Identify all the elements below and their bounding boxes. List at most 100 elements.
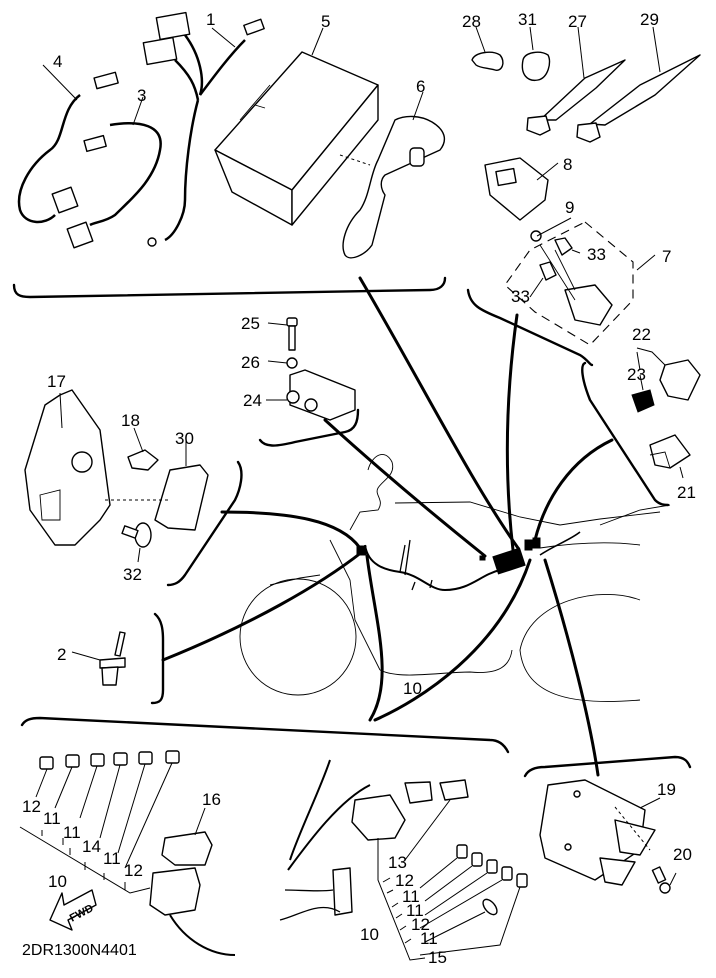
right-terminal-label-1: 12 — [395, 871, 414, 890]
rear-wheel — [519, 594, 641, 651]
connector-lines — [161, 276, 614, 777]
left-terminal-group-label: 10 — [48, 872, 67, 891]
bracket-sensor — [258, 408, 360, 447]
callout-26: 26 — [241, 353, 260, 372]
front-wheel — [239, 578, 357, 696]
part-seal-23 — [631, 389, 655, 413]
engine-lower-outline — [379, 649, 513, 676]
callout-33-lower: 33 — [511, 287, 530, 306]
part-fuse-box-30 — [105, 464, 209, 531]
part-coupler-16 — [161, 831, 213, 866]
part-sensor-24 — [286, 369, 356, 421]
part-coupler-22 — [659, 359, 701, 401]
callout-16: 16 — [202, 790, 221, 809]
callout-33-upper: 33 — [587, 245, 606, 264]
part-washer-26 — [286, 357, 298, 369]
callout-27: 27 — [568, 12, 587, 31]
main-harness — [356, 531, 581, 592]
part-band-27 — [526, 59, 626, 136]
bracket-top-right — [466, 288, 594, 367]
part-band-6 — [342, 115, 446, 259]
group-brackets — [12, 276, 692, 778]
bracket-sensor-2 — [150, 612, 165, 705]
harness-connector-a — [524, 539, 533, 551]
callout-28: 28 — [462, 12, 481, 31]
handlebar-outline — [269, 574, 321, 586]
harness-connector-center — [492, 547, 526, 575]
callout-30: 30 — [175, 429, 194, 448]
part-coupler-21 — [649, 434, 691, 469]
bracket-top-left — [12, 276, 447, 299]
motorcycle-outline — [239, 453, 671, 702]
bracket-bottom-right — [523, 755, 692, 778]
left-terminal-label-1: 11 — [43, 809, 61, 828]
callout-6: 6 — [416, 77, 425, 96]
callout-17: 17 — [47, 372, 66, 391]
part-sensor-2 — [99, 631, 126, 686]
callout-20: 20 — [673, 845, 692, 864]
harness-connector-small — [479, 555, 486, 561]
callout-8: 8 — [563, 155, 572, 174]
bracket-right-connectors — [581, 361, 670, 507]
callout-32: 32 — [123, 565, 142, 584]
part-lead-4 — [17, 71, 119, 224]
callout-19: 19 — [657, 780, 676, 799]
right-terminal-label-2: 11 — [402, 887, 420, 906]
callout-4: 4 — [53, 52, 62, 71]
callout-23: 23 — [627, 365, 646, 384]
callout-29: 29 — [640, 10, 659, 29]
drawing-code: 2DR1300N4401 — [22, 942, 137, 959]
part-lead-3 — [66, 122, 162, 249]
rear-wheel-lower — [519, 649, 641, 702]
callout-5: 5 — [321, 12, 330, 31]
right-terminal-label-3: 11 — [406, 901, 424, 920]
part-clamp-18 — [127, 449, 159, 471]
left-terminal-label-3: 14 — [82, 837, 101, 856]
seat-outline — [539, 542, 641, 549]
fwd-arrow: FWD — [49, 889, 97, 931]
callout-18: 18 — [121, 411, 140, 430]
callout-9: 9 — [565, 198, 574, 217]
callout-1: 1 — [206, 10, 215, 29]
left-terminal-label-2: 11 — [63, 823, 81, 842]
callout-labels: 1 5 4 3 6 28 31 27 29 8 9 7 33 33 25 26 … — [22, 10, 696, 967]
callout-2: 2 — [57, 645, 66, 664]
callout-24: 24 — [243, 391, 262, 410]
left-terminal-label-5: 12 — [124, 861, 143, 880]
bracket-fuse-cover — [166, 460, 243, 587]
part-band-29 — [576, 54, 701, 143]
callout-10-main: 10 — [403, 679, 422, 698]
left-terminal-label-4: 11 — [103, 849, 121, 868]
left-terminal-label-0: 12 — [22, 797, 41, 816]
callout-7: 7 — [662, 247, 671, 266]
right-terminal-group-label: 10 — [360, 925, 379, 944]
part-clamp-28 — [471, 51, 504, 71]
rear-fender-outline — [599, 504, 671, 526]
right-terminal-label-4: 12 — [411, 915, 430, 934]
left-harness-coupler — [149, 867, 236, 956]
callout-3: 3 — [137, 86, 146, 105]
harness-connector-front — [356, 545, 367, 556]
part-battery-5 — [214, 51, 379, 226]
bracket-bottom-left — [20, 716, 510, 754]
part-bolt-25 — [286, 317, 298, 351]
callout-21: 21 — [677, 483, 696, 502]
right-terminal-label-5: 11 — [420, 929, 438, 948]
part-clamp-31 — [521, 51, 551, 82]
part-cover-17 — [24, 389, 111, 546]
right-terminal-label-0: 13 — [388, 853, 407, 872]
left-terminals — [19, 750, 180, 894]
right-harness-cluster — [279, 759, 528, 961]
part-rivet-32 — [121, 522, 152, 548]
part-bolt-20 — [651, 866, 671, 894]
part-control-unit-19 — [539, 779, 656, 886]
part-cover-8 — [484, 157, 549, 221]
part-harness-1 — [142, 11, 265, 247]
fuel-tank-outline — [349, 453, 394, 531]
callout-leaders — [42, 26, 684, 886]
callout-22: 22 — [632, 325, 651, 344]
callout-25: 25 — [241, 314, 260, 333]
right-terminal-label-6: 15 — [428, 948, 447, 967]
part-relay-7 — [504, 221, 634, 346]
